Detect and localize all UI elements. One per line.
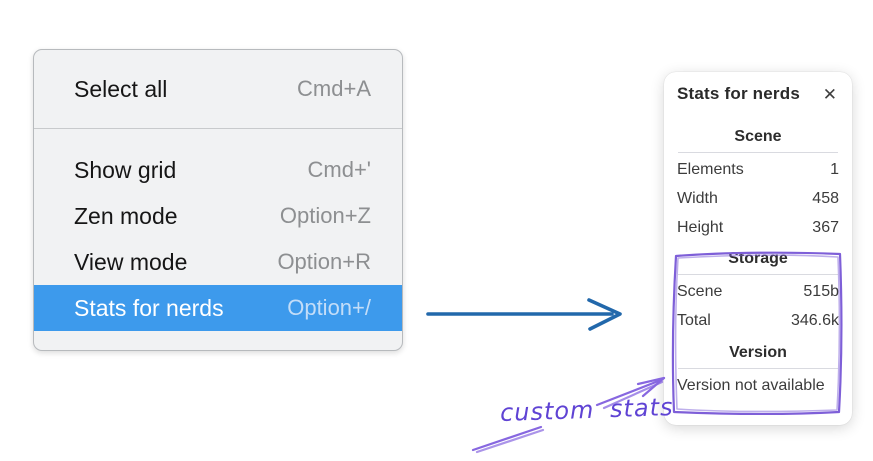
section-heading: Storage (728, 250, 788, 267)
stats-section-storage: Storage Scene 515b Total 346.6k (677, 247, 839, 335)
stat-label: Height (677, 219, 724, 236)
stats-panel: Stats for nerds ✕ Scene Elements 1 Width… (664, 72, 852, 425)
stats-panel-title: Stats for nerds (677, 84, 800, 103)
stat-label: Total (677, 312, 711, 329)
stat-row-height: Height 367 (677, 213, 839, 242)
stat-row-width: Width 458 (677, 184, 839, 213)
section-divider (678, 274, 838, 275)
stats-section-version: Version Version not available (677, 341, 839, 400)
menu-item-shortcut: Cmd+' (307, 157, 372, 182)
menu-item-view-mode[interactable]: View mode Option+R (34, 239, 402, 285)
stat-row-scene-storage: Scene 515b (677, 277, 839, 306)
menu-item-shortcut: Option+Z (279, 203, 371, 228)
custom-stats-label: custom stats (499, 392, 674, 428)
menu-item-shortcut: Option+/ (287, 295, 371, 320)
menu-item-label: Zen mode (74, 202, 178, 229)
stat-label: Width (677, 190, 718, 207)
context-menu-section-top: Select all Cmd+A (34, 50, 402, 128)
context-menu-section-bottom: Show grid Cmd+' Zen mode Option+Z View m… (34, 129, 402, 350)
menu-item-label: Select all (74, 75, 168, 102)
menu-item-zen-mode[interactable]: Zen mode Option+Z (34, 193, 402, 239)
section-divider (678, 152, 838, 153)
stat-value: 346.6k (790, 312, 839, 329)
stat-row-total-storage: Total 346.6k (677, 306, 839, 335)
stat-value: 1 (830, 161, 839, 178)
version-note: Version not available (677, 377, 825, 394)
blue-arrow (426, 298, 622, 331)
menu-item-shortcut: Cmd+A (297, 76, 371, 101)
menu-item-select-all[interactable]: Select all Cmd+A (34, 66, 402, 112)
menu-item-shortcut: Option+R (277, 249, 371, 274)
section-heading: Scene (734, 128, 782, 145)
stats-panel-header: Stats for nerds ✕ (677, 84, 839, 104)
stat-value: 458 (812, 190, 839, 207)
stat-label: Scene (677, 283, 723, 300)
stat-row-elements: Elements 1 (677, 155, 839, 184)
menu-divider (34, 128, 402, 129)
menu-item-label: Stats for nerds (74, 294, 224, 321)
section-heading: Version (729, 344, 787, 361)
section-divider (678, 368, 838, 369)
stat-value: 367 (812, 219, 839, 236)
close-icon[interactable]: ✕ (822, 84, 837, 104)
menu-item-label: Show grid (74, 156, 177, 183)
stat-value: 515b (803, 283, 839, 300)
context-menu: Select all Cmd+A Show grid Cmd+' Zen mod… (33, 49, 403, 351)
stats-section-scene: Scene Elements 1 Width 458 Height 367 (677, 125, 839, 242)
stat-label: Elements (677, 161, 744, 178)
menu-item-stats-for-nerds[interactable]: Stats for nerds Option+/ (34, 285, 402, 331)
menu-item-label: View mode (74, 248, 188, 275)
menu-item-show-grid[interactable]: Show grid Cmd+' (34, 147, 402, 193)
